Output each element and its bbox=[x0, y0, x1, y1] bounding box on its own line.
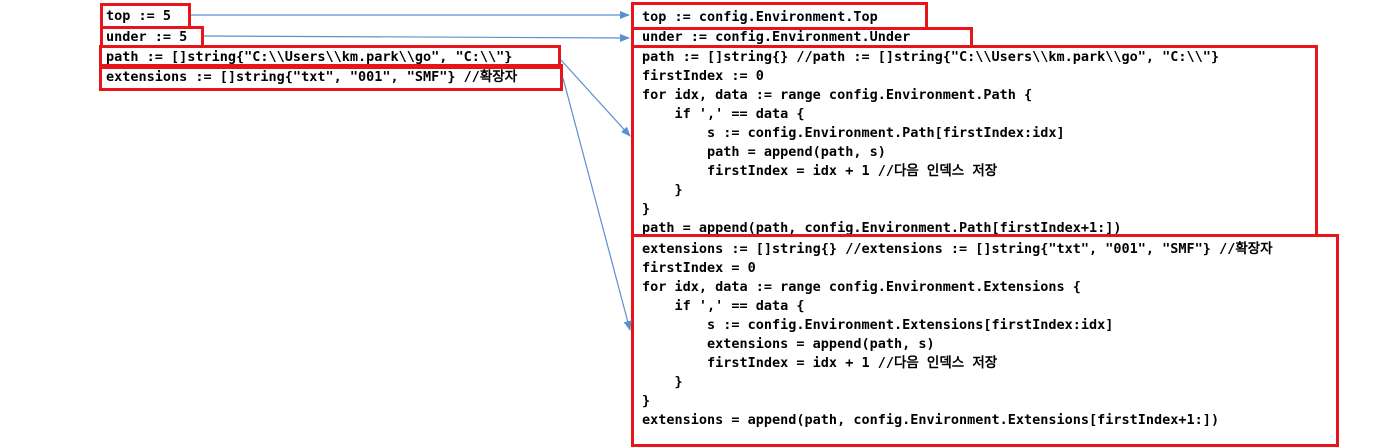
code-line: firstIndex = idx + 1 //다음 인덱스 저장 bbox=[642, 355, 998, 371]
right-under-line: under := config.Environment.Under bbox=[642, 29, 911, 45]
code-line: s := config.Environment.Extensions[first… bbox=[642, 317, 1114, 333]
code-line: } bbox=[642, 182, 683, 198]
code-line: } bbox=[642, 393, 651, 409]
right-extensions-box: extensions := []string{} //extensions :=… bbox=[631, 234, 1339, 447]
code-line: for idx, data := range config.Environmen… bbox=[642, 279, 1081, 295]
left-extensions-line: extensions := []string{"txt", "001", "SM… bbox=[106, 69, 518, 85]
right-extensions-code: extensions := []string{} //extensions :=… bbox=[642, 240, 1273, 430]
code-line: } bbox=[642, 374, 683, 390]
code-line: if ',' == data { bbox=[642, 298, 805, 314]
left-path-line: path := []string{"C:\\Users\\km.park\\go… bbox=[106, 49, 513, 65]
code-line: path = append(path, s) bbox=[642, 144, 886, 160]
code-line: extensions = append(path, s) bbox=[642, 336, 935, 352]
code-line: path = append(path, config.Environment.P… bbox=[642, 220, 1122, 236]
arrow-extensions bbox=[562, 77, 632, 331]
code-line: s := config.Environment.Path[firstIndex:… bbox=[642, 125, 1065, 141]
left-top-line: top := 5 bbox=[106, 8, 172, 24]
code-line: path := []string{} //path := []string{"C… bbox=[642, 49, 1220, 65]
code-line: extensions := []string{} //extensions :=… bbox=[642, 241, 1273, 257]
left-under-line: under := 5 bbox=[106, 29, 188, 45]
arrow-path bbox=[560, 59, 631, 137]
right-path-code: path := []string{} //path := []string{"C… bbox=[642, 48, 1219, 238]
arrow-under bbox=[203, 33, 630, 42]
code-line: firstIndex = idx + 1 //다음 인덱스 저장 bbox=[642, 163, 998, 179]
code-line: for idx, data := range config.Environmen… bbox=[642, 87, 1033, 103]
code-line: firstIndex = 0 bbox=[642, 260, 756, 276]
left-extensions-box: extensions := []string{"txt", "001", "SM… bbox=[99, 64, 563, 91]
right-top-line: top := config.Environment.Top bbox=[642, 9, 878, 25]
code-line: if ',' == data { bbox=[642, 106, 805, 122]
left-path-box: path := []string{"C:\\Users\\km.park\\go… bbox=[99, 45, 561, 69]
code-line: firstIndex := 0 bbox=[642, 68, 764, 84]
code-line: extensions = append(path, config.Environ… bbox=[642, 412, 1220, 428]
code-line: } bbox=[642, 201, 651, 217]
